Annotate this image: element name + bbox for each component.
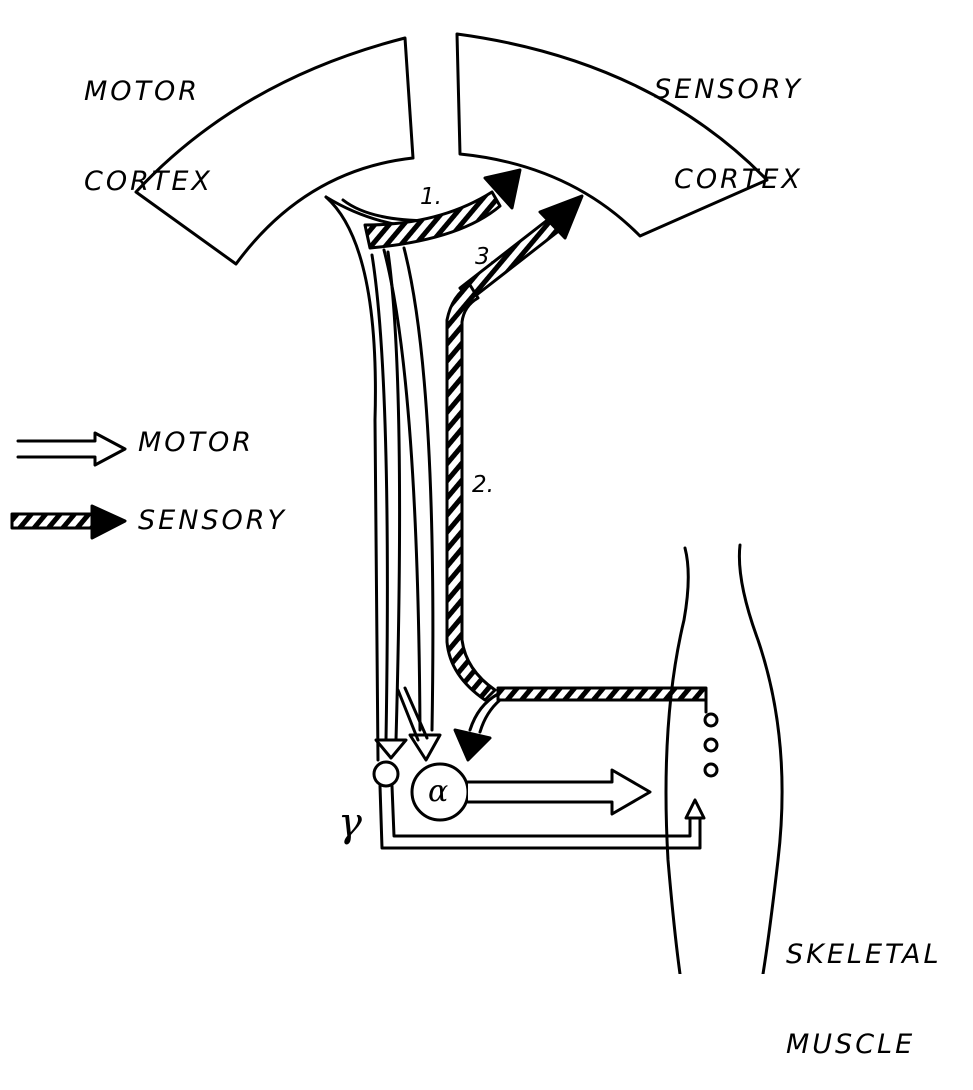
sensory-cortex-label-line2: CORTEX [654,165,803,195]
legend-sensory-hatch [12,514,92,528]
legend-sensory-arrowhead [92,506,125,538]
skeletal-muscle-label: SKELETAL MUSCLE [786,880,942,1090]
motor-cortex-label: MOTOR CORTEX [84,17,213,227]
alpha-output-arrow [468,770,650,814]
sensory-cortex-label: SENSORY CORTEX [654,15,803,225]
motor-cortex-label-line1: MOTOR [84,77,213,107]
spindle-coil-1 [705,714,717,726]
pathway-1-number: 1. [420,184,442,210]
sensory-cortex-label-line1: SENSORY [654,75,803,105]
motor-tract-alpha-line-left [384,250,420,730]
skeletal-muscle-label-line1: SKELETAL [786,940,942,970]
legend-sensory-label: SENSORY [138,506,287,536]
gamma-arrowhead [376,740,406,758]
pathway-3-number: 3. [475,244,497,270]
gamma-neuron-label: γ [338,800,362,846]
alpha-neuron-label: α [428,774,448,809]
spindle-coil-2 [705,739,717,751]
legend-motor-arrow [18,433,125,465]
legend-motor-label: MOTOR [138,428,254,458]
spindle-coil-3 [705,764,717,776]
sensory-afferent-bar [498,688,706,700]
gamma-loop-arrowhead [686,800,704,818]
sensory-to-alpha-arrowhead [455,730,490,760]
alpha-arrowhead [410,735,440,760]
skeletal-muscle-label-line2: MUSCLE [786,1030,942,1060]
muscle-outline-right [739,545,782,974]
gamma-neuron [374,762,398,786]
motor-cortex-label-line2: CORTEX [84,167,213,197]
muscle-outline-left [666,548,688,974]
pathway-2-number: 2. [472,472,494,498]
spinal-tract-left-wall [326,197,378,760]
